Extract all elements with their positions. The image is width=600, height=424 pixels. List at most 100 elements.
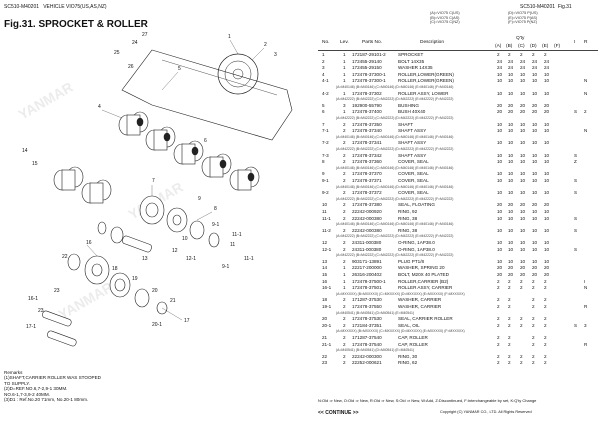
row-description: WASHER, CARRIER: [398, 304, 442, 309]
row-qty: 2: [497, 341, 500, 347]
row-qty: 2: [497, 335, 500, 340]
row-qty: 10: [532, 159, 538, 165]
remark-line-1: (1)SHAFT,CARRIER ROLLER WAS STOOPED: [4, 375, 101, 381]
row-qty: 10: [532, 71, 538, 77]
row-qty: 2: [544, 335, 547, 340]
row-lev: 3: [343, 102, 346, 108]
row-qty: 10: [544, 215, 550, 221]
row-part-no: 172478-37372: [352, 190, 382, 196]
row-description: WASHER, SPRING 20: [398, 265, 445, 271]
row-qty: 2: [532, 341, 535, 347]
row-qty: 2: [544, 278, 547, 284]
callout-16-1: 16-1: [28, 296, 38, 302]
row-part-no: 171287-37530: [352, 297, 382, 303]
track-frame: [121, 49, 293, 141]
callout-12-1: 12-1: [186, 256, 196, 262]
row-qty: 10: [520, 71, 526, 77]
row-lev: 2: [343, 140, 346, 146]
callout-7: 7: [152, 178, 155, 184]
row-qty: 10: [544, 140, 550, 146]
row-qty: 2: [520, 52, 523, 57]
variant-c: (C)=VIO75 C(NZ): [430, 20, 460, 25]
row-qty: 10: [497, 159, 503, 165]
row-qty: 20: [520, 109, 526, 115]
table-subrow: (A=M40146) (B=M40146) (C=M40146) (D=M401…: [318, 185, 598, 191]
row-qty: 20: [508, 265, 514, 271]
row-lev: 2: [343, 159, 346, 165]
row-qty: 20: [544, 102, 550, 108]
row-r: R: [584, 304, 588, 309]
row-no: 18: [322, 297, 328, 303]
row-qty: 10: [520, 215, 526, 221]
row-lev: 2: [343, 360, 346, 366]
row-qty: 2: [544, 341, 547, 347]
row-no: 5: [322, 102, 325, 108]
callout-14: 14: [22, 148, 28, 154]
callout-11-1b: 11-1: [244, 256, 254, 262]
row-qty: 2: [497, 304, 500, 309]
row-description: BUSHING: [398, 102, 419, 108]
remark-line-3: (2)D=REF.NO.6,7-2,9-1 30MM.: [4, 386, 68, 392]
row-description: ROLLER ASSY, LOWER: [398, 90, 449, 96]
row-qty: 2: [508, 316, 511, 322]
row-qty: 20: [520, 272, 526, 277]
row-no: 23: [322, 360, 328, 366]
row-description: COVER, SEAL: [398, 159, 429, 165]
row-subnote: (A=M40541) (B=M40541) (D=M40541) (E=M405…: [336, 310, 415, 315]
row-qty: 10: [497, 121, 503, 127]
callout-19: 19: [132, 276, 138, 282]
row-lev: 2: [343, 240, 346, 245]
remark-line-4: NO.6-1,7-3,9-2 40MM.: [4, 391, 50, 397]
carrier-roller: [42, 253, 168, 347]
table-subrow: (A=MXXXXX) (B=MXXXXX) (C=MXXXXX) (D=MXXX…: [318, 329, 598, 335]
row-r: N: [584, 285, 588, 291]
remarks-title: Remarks: [4, 370, 23, 375]
row-lev: 1: [343, 109, 346, 115]
row-qty: 2: [532, 297, 535, 303]
row-r: N: [584, 90, 588, 96]
row-qty: 10: [544, 178, 550, 183]
row-qty: 10: [497, 209, 503, 214]
row-r: I: [584, 278, 586, 284]
row-qty: 2: [544, 353, 547, 359]
row-description: RING, 30: [398, 353, 418, 359]
variant-e: (E)=VIO75 P(AS): [508, 15, 538, 20]
svg-text:YANMAR: YANMAR: [16, 79, 76, 123]
row-qty: 24: [532, 58, 538, 64]
row-r: R: [584, 341, 588, 347]
row-qty: 10: [497, 152, 503, 158]
row-no: 16-1: [322, 285, 332, 291]
row-qty: 2: [544, 316, 547, 322]
row-qty: 10: [497, 171, 503, 177]
row-description: PLUG PT1/8: [398, 258, 425, 264]
row-qty: 10: [508, 215, 514, 221]
row-qty: 2: [532, 316, 535, 322]
row-qty: 10: [520, 240, 526, 245]
row-no: 11: [322, 209, 327, 214]
row-lev: 2: [343, 209, 346, 214]
roller-components: [97, 195, 220, 253]
row-qty: 10: [497, 178, 503, 183]
callout-25: 25: [114, 50, 120, 56]
row-no: 11-2: [322, 227, 331, 233]
row-part-no: 172478-37501: [352, 285, 382, 291]
row-part-no: 22217-200000: [352, 265, 382, 271]
row-qty: 2: [532, 285, 535, 291]
row-qty: 10: [532, 78, 538, 84]
row-qty: 10: [544, 121, 550, 127]
row-description: RING, 92: [398, 209, 418, 214]
callout-18: 18: [112, 266, 118, 272]
row-lev: 2: [343, 128, 346, 134]
row-description: SHAFT ASSY: [398, 152, 427, 158]
row-qty: 2: [532, 360, 535, 366]
row-no: 1: [322, 52, 325, 57]
row-qty: 10: [508, 152, 514, 158]
row-qty: 24: [497, 58, 503, 64]
page-title: Fig.31. SPROCKET & ROLLER: [4, 19, 148, 30]
row-part-no: 22242-000300: [352, 353, 382, 359]
